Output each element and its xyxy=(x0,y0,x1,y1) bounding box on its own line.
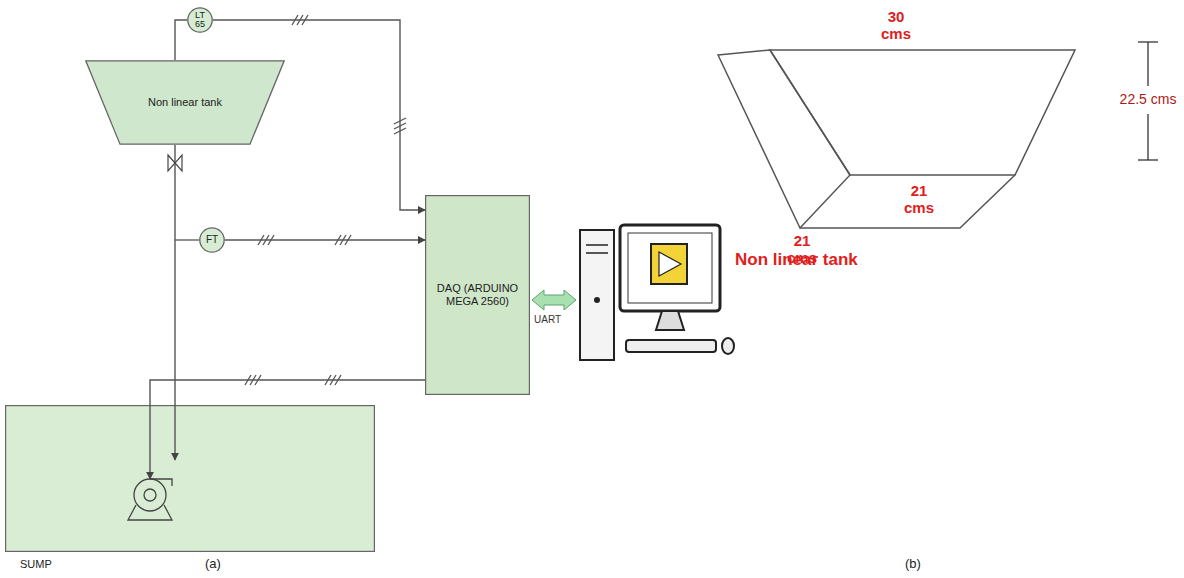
pump-casing xyxy=(134,479,166,511)
signal-line xyxy=(150,380,425,479)
pump-outlet xyxy=(150,479,172,486)
dimension-line xyxy=(1147,114,1148,160)
label-slot: Non linear tank xyxy=(735,250,858,269)
signal-mark xyxy=(335,235,351,245)
tank-front-face xyxy=(770,50,1075,175)
computer-tower xyxy=(580,230,614,360)
label-slot: 21 cms xyxy=(901,182,937,216)
box-outline xyxy=(426,196,530,395)
tank-bottom-edge xyxy=(800,175,1015,228)
monitor-screen xyxy=(628,233,712,303)
sump-tank: SUMP xyxy=(5,405,375,552)
labview-icon xyxy=(651,244,687,284)
instrument-bubble xyxy=(188,8,212,32)
label-slot: (a) xyxy=(205,556,221,571)
signal-mark xyxy=(394,118,406,134)
label-slot: 22.5 cms xyxy=(1116,91,1180,107)
tank-drawing xyxy=(718,50,1075,228)
dimension-tick xyxy=(1138,159,1158,160)
dimension-tick xyxy=(1138,41,1158,42)
monitor xyxy=(620,225,720,311)
node-outline xyxy=(5,405,375,552)
signal-line xyxy=(175,20,187,60)
pump xyxy=(128,479,172,520)
tank-side-face xyxy=(718,50,850,228)
label-slot: (b) xyxy=(905,556,921,571)
signal-marks xyxy=(245,15,406,385)
hand-valve xyxy=(168,155,182,171)
node-label: SUMP xyxy=(20,558,52,571)
label-slot: 30 cms xyxy=(876,8,916,42)
node-label: FT xyxy=(201,235,223,245)
flow-transmitter: FT xyxy=(199,227,225,253)
dimension-label: 22.5 cms xyxy=(1116,91,1180,107)
signal-mark xyxy=(292,15,308,25)
tank-vessel: Non linear tank xyxy=(85,60,285,145)
signal-line xyxy=(225,239,425,240)
labview-arrow xyxy=(659,252,681,276)
valve-symbol xyxy=(168,155,182,171)
label-slot: UART xyxy=(534,314,561,326)
signal-mark xyxy=(258,235,274,245)
signal-line xyxy=(174,145,175,460)
keyboard xyxy=(626,340,716,352)
pump-base xyxy=(128,505,172,520)
monitor-stand xyxy=(656,311,684,330)
signal-mark xyxy=(325,375,341,385)
link-label: UART xyxy=(534,314,561,326)
power-button xyxy=(594,297,600,303)
figure-label: (b) xyxy=(905,556,921,571)
node-label: Non linear tank xyxy=(148,96,222,109)
computer xyxy=(580,225,734,360)
drawing-title: Non linear tank xyxy=(735,250,858,269)
signal-line xyxy=(213,20,425,210)
daq-box: DAQ (ARDUINO MEGA 2560) xyxy=(425,195,530,395)
node-label: DAQ (ARDUINO MEGA 2560) xyxy=(432,282,523,308)
dimension-label: 21 cms xyxy=(901,182,937,216)
signal-mark xyxy=(245,375,261,385)
drive-bay xyxy=(586,252,608,254)
flow-tap-line xyxy=(175,239,199,240)
mouse xyxy=(722,338,734,354)
pump-impeller xyxy=(144,489,156,501)
uart-link xyxy=(532,290,576,310)
instrument-bubble xyxy=(200,228,224,252)
box-outline xyxy=(6,406,375,552)
drive-bay xyxy=(586,244,608,246)
level-transmitter: LT 65 xyxy=(187,7,213,33)
tank-outline xyxy=(86,61,284,144)
dimension-label: 30 cms xyxy=(876,8,916,42)
figure-label: (a) xyxy=(205,556,221,571)
dimension-line xyxy=(1147,42,1148,86)
double-arrow xyxy=(532,290,576,310)
node-label: LT 65 xyxy=(190,11,210,29)
